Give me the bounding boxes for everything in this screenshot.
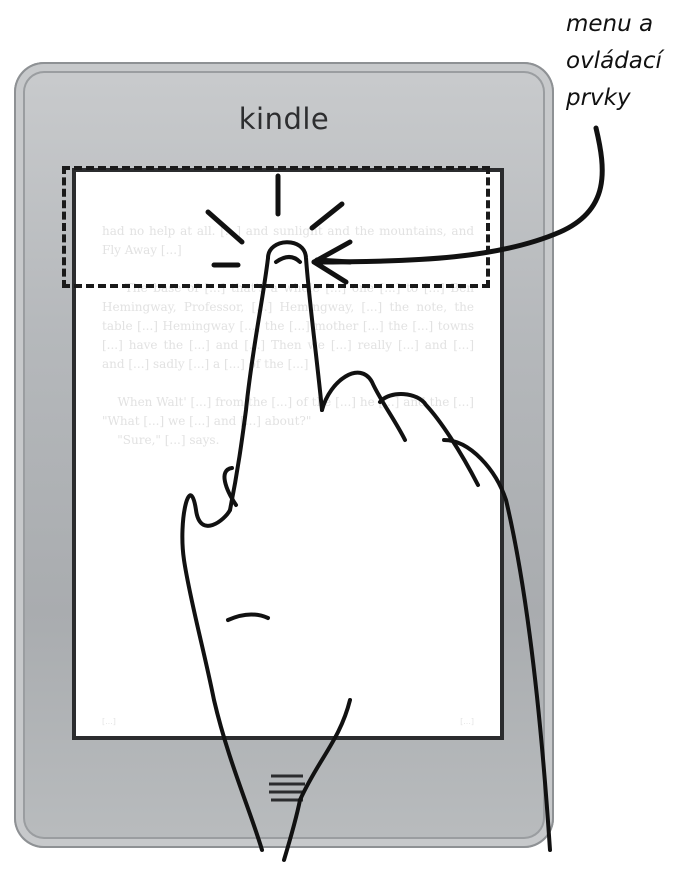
- callout-line-1: menu a: [566, 6, 688, 43]
- callout-arrow-icon: [314, 128, 602, 282]
- callout-line-3: prvky: [566, 80, 688, 117]
- callout-label: menu a ovládací prvky: [566, 6, 688, 117]
- callout-line-2: ovládací: [566, 43, 688, 80]
- pointing-hand-icon: [182, 242, 550, 860]
